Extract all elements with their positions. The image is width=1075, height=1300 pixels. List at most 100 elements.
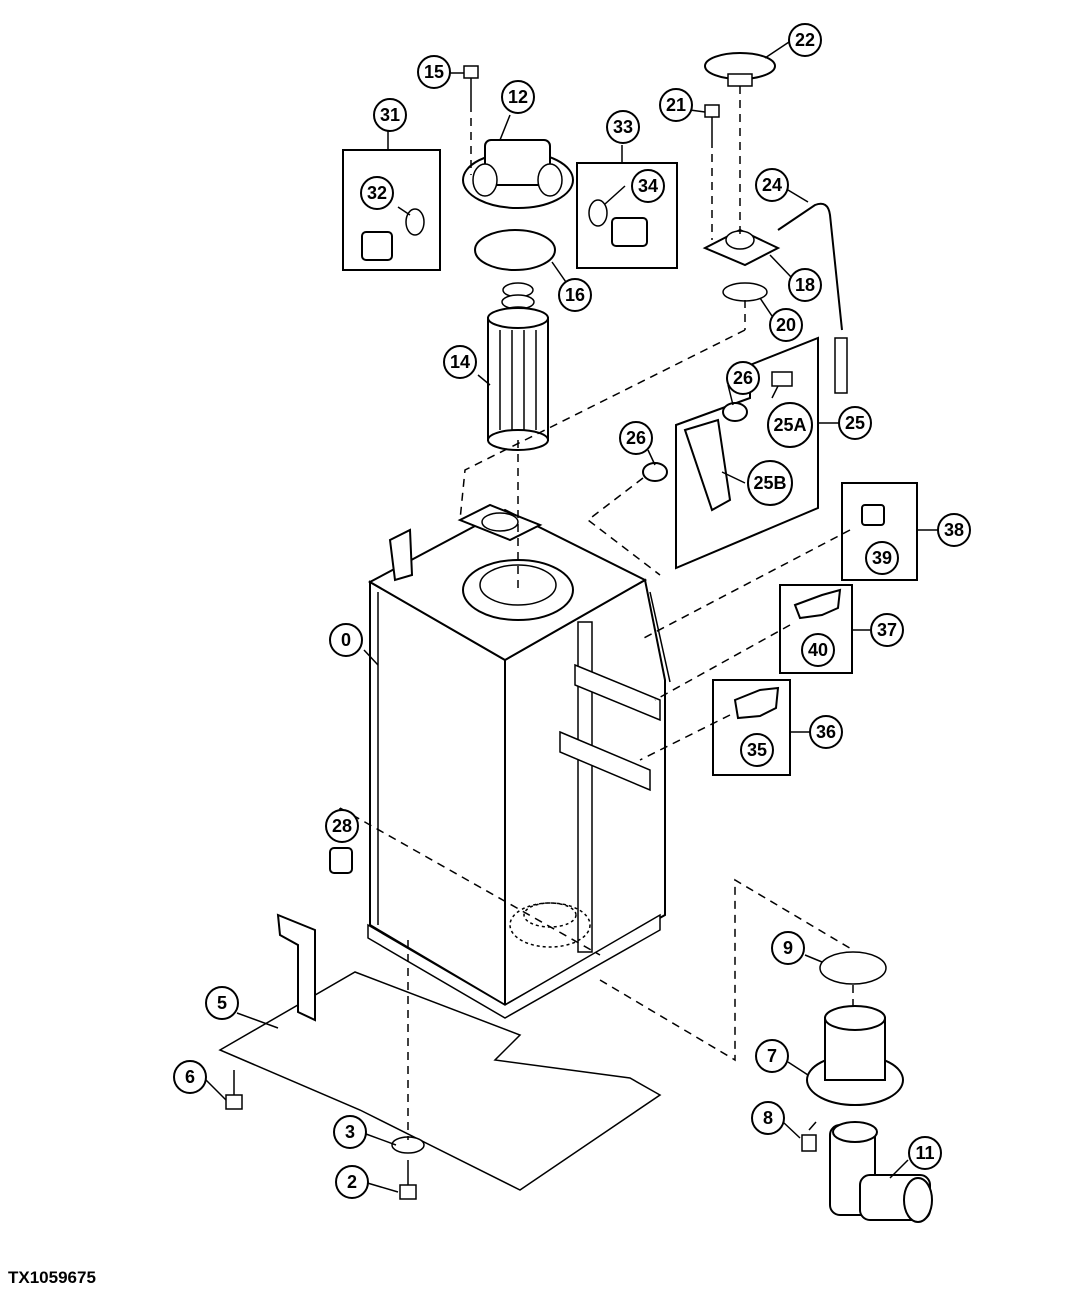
callout-label: 25B: [753, 473, 786, 493]
callout-label: 14: [450, 352, 470, 372]
callout-circle: [838, 406, 872, 440]
bolt-21: [704, 104, 720, 140]
fitting-kit-box-37: [779, 584, 853, 674]
bolt-15: [463, 65, 479, 104]
callout-label: 18: [795, 275, 815, 295]
callout-15: 15: [417, 55, 451, 89]
callout-40: 40: [801, 633, 835, 667]
callout-38: 38: [937, 513, 971, 547]
filter-head: [462, 139, 574, 209]
bolt-2: [399, 1160, 417, 1200]
callout-6: 6: [173, 1060, 207, 1094]
callout-31: 31: [373, 98, 407, 132]
callout-circle: [417, 55, 451, 89]
callout-label: 32: [367, 183, 387, 203]
o-ring-32: [405, 208, 425, 236]
callout-25a: 25A: [767, 402, 813, 448]
callout-3: 3: [333, 1115, 367, 1149]
callout-26: 26: [619, 421, 653, 455]
callout-7: 7: [755, 1039, 789, 1073]
callout-circle: [767, 402, 813, 448]
plug-34: [611, 217, 648, 247]
fitting-38: [861, 504, 885, 526]
callout-label: 38: [944, 520, 964, 540]
callout-circle: [726, 361, 760, 395]
callout-circle: [329, 623, 363, 657]
cap-neck: [727, 73, 753, 87]
callout-12: 12: [501, 80, 535, 114]
exploded-view-drawing: 0 2 3 5 6 7 8 9 11 12 14 15 16 18 20 21 22 24 25 25A 25B 26 26…: [173, 23, 971, 1223]
callout-label: 40: [808, 640, 828, 660]
callout-label: 5: [217, 993, 227, 1013]
callout-8: 8: [751, 1101, 785, 1135]
mounting-plate: [218, 913, 662, 1191]
bolt-6: [225, 1070, 243, 1110]
callout-24: 24: [755, 168, 789, 202]
callout-label: 15: [424, 62, 444, 82]
callout-5: 5: [205, 986, 239, 1020]
callout-leaders: [204, 39, 938, 1193]
callout-28: 28: [325, 809, 359, 843]
callout-label: 25A: [773, 415, 806, 435]
plug-kit-box-31: [342, 149, 441, 271]
callout-label: 3: [345, 1122, 355, 1142]
callout-label: 2: [347, 1172, 357, 1192]
callout-circle: [908, 1136, 942, 1170]
callout-circle: [659, 88, 693, 122]
callout-34: 34: [631, 169, 665, 203]
callout-circle: [443, 345, 477, 379]
bracket-assembly-box-25: [675, 336, 819, 570]
callout-circle: [205, 986, 239, 1020]
callout-label: 36: [816, 722, 836, 742]
callout-circle: [755, 1039, 789, 1073]
hydraulic-tank: [367, 503, 671, 1019]
callout-label: 20: [776, 315, 796, 335]
callout-label: 26: [626, 428, 646, 448]
callout-9: 9: [771, 931, 805, 965]
o-ring-16: [474, 229, 556, 271]
suction-strainer-7: [806, 1005, 904, 1106]
callout-circle: [325, 809, 359, 843]
callout-11: 11: [908, 1136, 942, 1170]
assembly-lines: [339, 86, 854, 1140]
callout-22: 22: [788, 23, 822, 57]
elbow-fitting-36: [733, 686, 780, 720]
callout-label: 12: [508, 87, 528, 107]
callout-circle: [173, 1060, 207, 1094]
callout-37: 37: [870, 613, 904, 647]
elbow-fitting-37: [793, 588, 842, 620]
callout-label: 7: [767, 1046, 777, 1066]
callout-circle: [751, 1101, 785, 1135]
filter-element-14: [487, 307, 549, 451]
callout-label: 33: [613, 117, 633, 137]
callout-circle: [870, 613, 904, 647]
callout-circle: [501, 80, 535, 114]
callout-label: 34: [638, 176, 658, 196]
callout-circle: [801, 633, 835, 667]
fitting-kit-box-36: [712, 679, 791, 776]
callout-label: 21: [666, 95, 686, 115]
callout-circle: [865, 541, 899, 575]
callout-label: 9: [783, 938, 793, 958]
bolt-8: [801, 1121, 817, 1152]
callout-25: 25: [838, 406, 872, 440]
callout-circle: [360, 176, 394, 210]
callout-label: 25: [845, 413, 865, 433]
callout-circle: [373, 98, 407, 132]
gasket-9: [819, 951, 887, 985]
callout-circle: [333, 1115, 367, 1149]
callout-circle: [769, 308, 803, 342]
callout-32: 32: [360, 176, 394, 210]
callout-circle: [619, 421, 653, 455]
callout-26: 26: [726, 361, 760, 395]
callout-label: 11: [915, 1143, 934, 1163]
callout-16: 16: [558, 278, 592, 312]
callout-circle: [771, 931, 805, 965]
o-ring-34: [588, 199, 608, 227]
figure-id: TX1059675: [8, 1268, 96, 1287]
callout-circle: [335, 1165, 369, 1199]
fitting-kit-box-38: [841, 482, 918, 581]
callout-0: 0: [329, 623, 363, 657]
callout-circle: [631, 169, 665, 203]
callout-39: 39: [865, 541, 899, 575]
